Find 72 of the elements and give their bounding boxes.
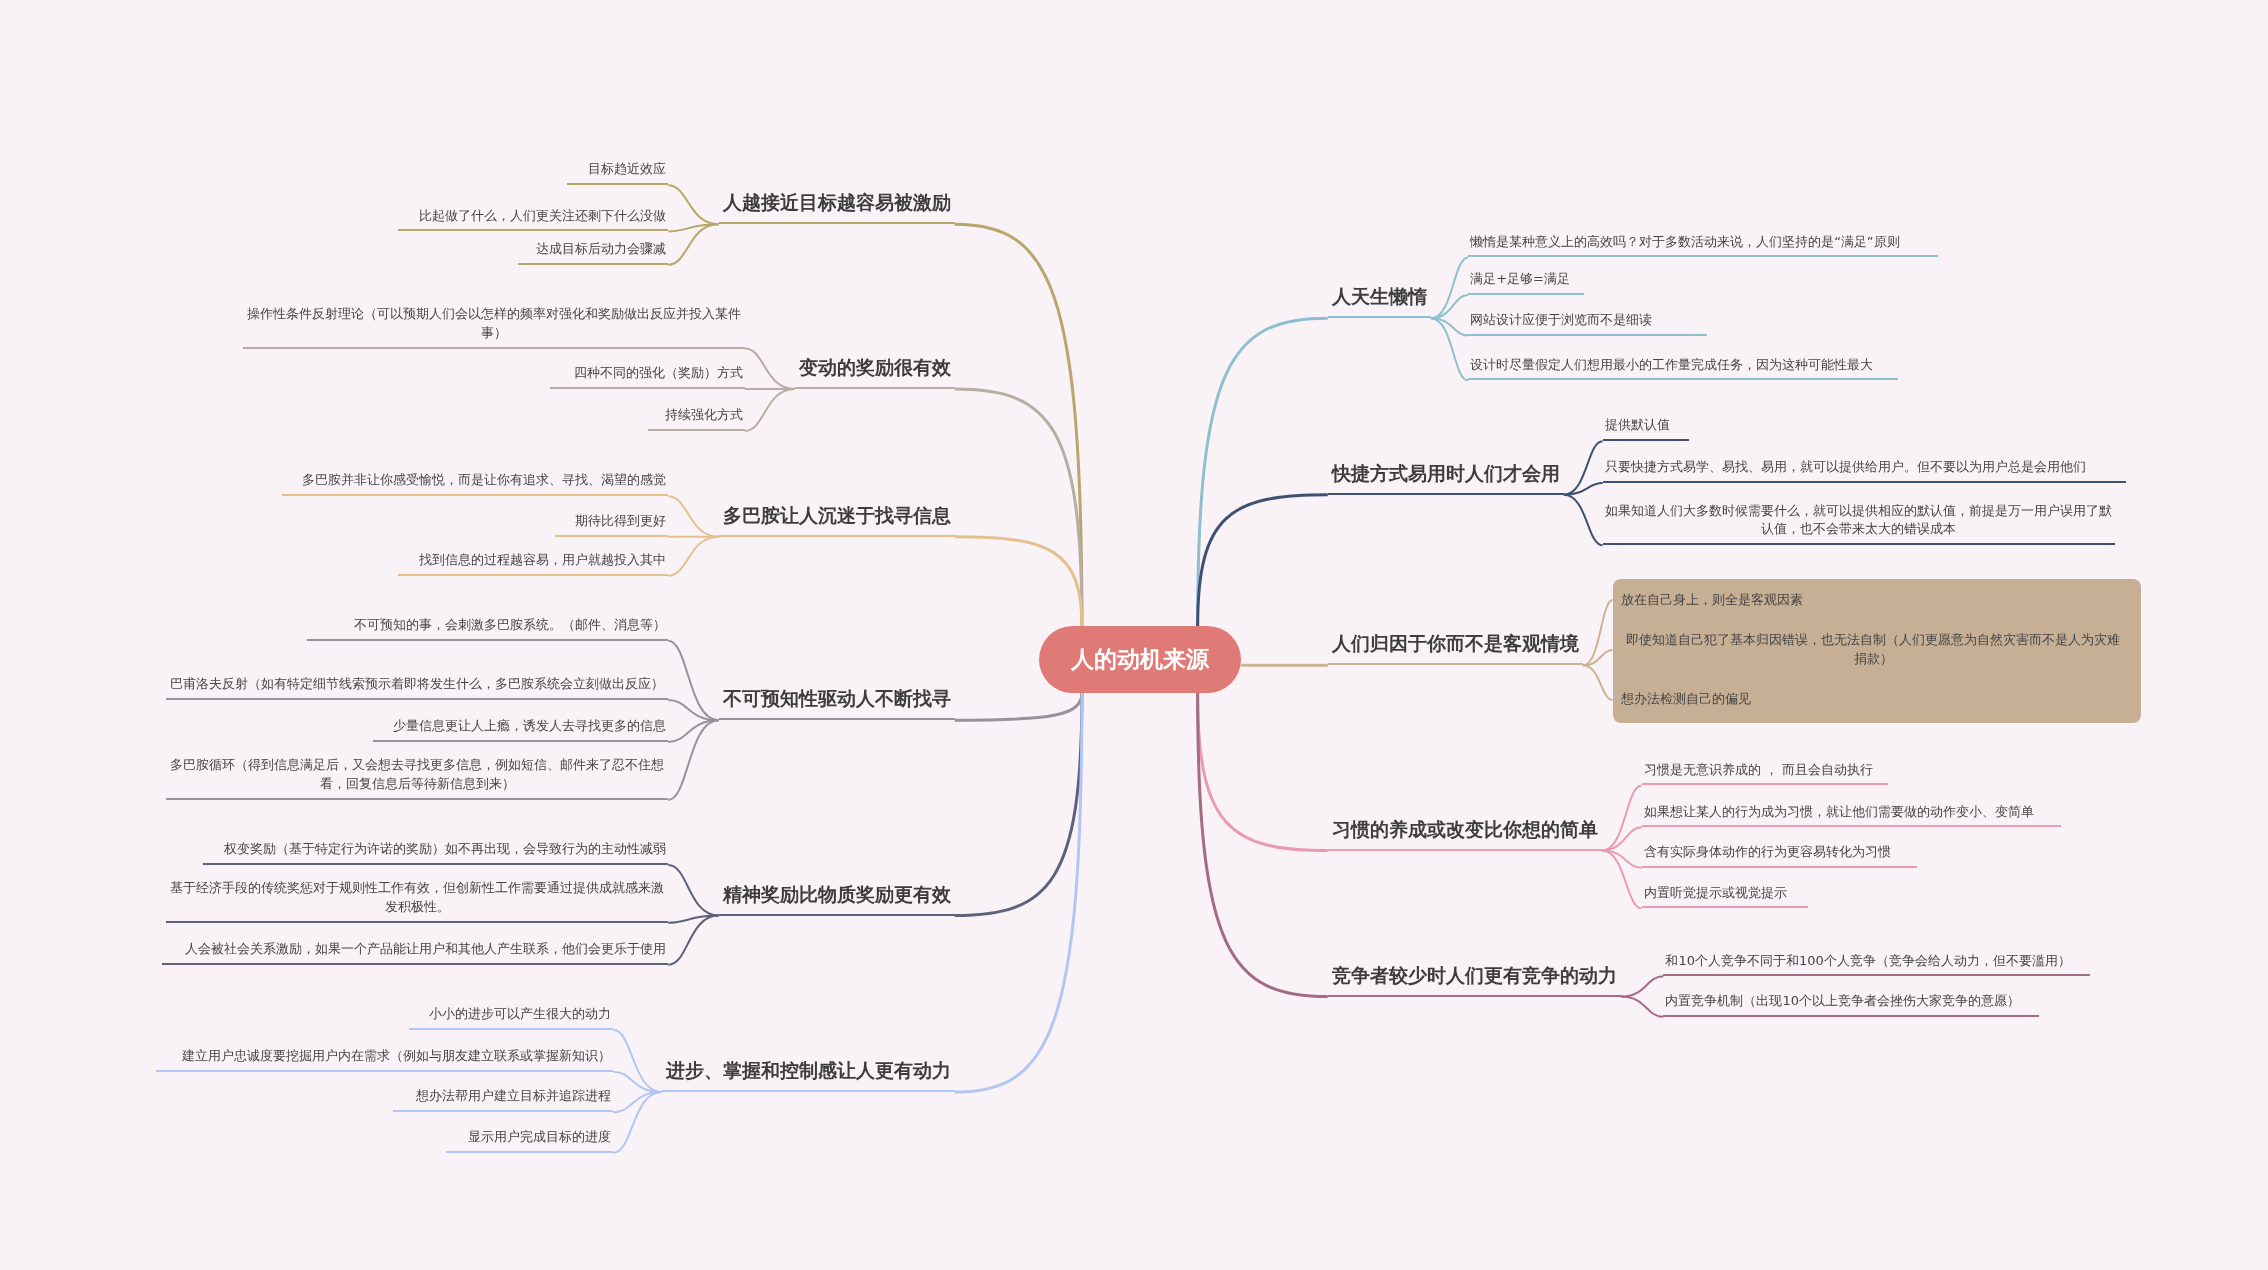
subtopic-text: 内置竞争机制（出现10个以上竞争者会挫伤大家竞争的意愿） bbox=[1663, 992, 2040, 1017]
highlight-box bbox=[1612, 578, 2141, 724]
connector-line bbox=[1619, 995, 1665, 1018]
connector-line bbox=[1241, 663, 1328, 667]
branch-topic: 习惯的养成或改变比你想的简单 bbox=[1327, 816, 1602, 851]
subtopic-text: 目标趋近效应 bbox=[567, 160, 669, 186]
subtopic-text: 巴甫洛夫反射（如有特定细节线索预示着即将发生什么，多巴胺系统会立刻做出反应） bbox=[166, 675, 669, 701]
subtopic-text: 即使知道自己犯了基本归因错误，也无法自制（人们更愿意为自然灾害而不是人为灾难捐款） bbox=[1612, 629, 2134, 671]
branch-topic: 人天生懒惰 bbox=[1327, 284, 1431, 319]
connector-line bbox=[667, 863, 720, 917]
connector-line bbox=[954, 692, 1084, 1094]
branch-topic: 不可预知性驱动人不断找寻 bbox=[718, 686, 955, 721]
subtopic-text: 基于经济手段的传统奖惩对于规则性工作有效，但创新性工作需要通过提供成就感来激发积极性。 bbox=[166, 879, 669, 923]
connector-line bbox=[1562, 440, 1604, 496]
branch-topic: 人们归因于你而不是客观情境 bbox=[1327, 631, 1583, 666]
subtopic-text: 网站设计应便于浏览而不是细读 bbox=[1468, 310, 1707, 336]
branch-topic: 多巴胺让人沉迷于找寻信息 bbox=[718, 502, 955, 537]
connector-line bbox=[1196, 493, 1328, 627]
connector-line bbox=[1429, 317, 1470, 382]
connector-line bbox=[1600, 826, 1643, 852]
subtopic-text: 找到信息的过程越容易，用户就越投入其中 bbox=[397, 550, 669, 576]
subtopic-text: 比起做了什么，人们更关注还剩下什么没做 bbox=[397, 206, 669, 232]
subtopic-text: 懒惰是某种意义上的高效吗？对于多数活动来说，人们坚持的是“满足”原则 bbox=[1468, 232, 1939, 258]
subtopic-text: 设计时尽量假定人们想用最小的工作量完成任务，因为这种可能性最大 bbox=[1468, 355, 1898, 381]
subtopic-text: 只要快捷方式易学、易找、易用，就可以提供给用户。但不要以为用户总是会用他们 bbox=[1602, 458, 2127, 484]
branch-topic: 精神奖励比物质奖励更有效 bbox=[718, 881, 955, 916]
connector-line bbox=[1600, 849, 1643, 910]
connector-line bbox=[1196, 692, 1328, 999]
subtopic-text: 多巴胺循环（得到信息满足后，又会想去寻找更多信息，例如短信、邮件来了忍不住想看，回复信息后等待新信息到来） bbox=[166, 756, 669, 800]
branch-topic: 快捷方式易用时人们才会用 bbox=[1327, 460, 1564, 495]
connector-line bbox=[743, 388, 796, 433]
subtopic-text: 达成目标后动力会骤减 bbox=[517, 239, 669, 265]
subtopic-text: 习惯是无意识养成的 ， 而且会自动执行 bbox=[1641, 760, 1888, 786]
subtopic-text: 不可预知的事，会刺激多巴胺系统。（邮件、消息等） bbox=[306, 615, 669, 641]
subtopic-text: 内置听觉提示或视觉提示 bbox=[1641, 883, 1808, 909]
connector-line bbox=[612, 1091, 663, 1154]
connector-line bbox=[667, 223, 720, 266]
connector-line bbox=[667, 719, 720, 744]
connector-line bbox=[1562, 493, 1604, 547]
connector-line bbox=[1581, 664, 1614, 701]
subtopic-text: 满足+足够=满足 bbox=[1468, 270, 1584, 296]
branch-topic: 人越接近目标越容易被激励 bbox=[718, 190, 955, 225]
subtopic-text: 和10个人竞争不同于和100个人竞争（竞争会给人动力，但不要滥用） bbox=[1663, 951, 2091, 977]
connector-line bbox=[1581, 649, 1614, 667]
branch-topic: 竞争者较少时人们更有竞争的动力 bbox=[1327, 962, 1621, 997]
connector-line bbox=[1429, 317, 1470, 337]
subtopic-text: 如果知道人们大多数时候需要什么，就可以提供相应的默认值，前提是万一用户误用了默认值，也不会带来太大的错误成本 bbox=[1602, 501, 2115, 546]
subtopic-text: 小小的进步可以产生很大的动力 bbox=[409, 1005, 614, 1030]
subtopic-text: 持续强化方式 bbox=[648, 406, 745, 432]
connector-line bbox=[667, 495, 720, 538]
subtopic-text: 建立用户忠诚度要挖掘用户内在需求（例如与朋友建立联系或掌握新知识） bbox=[156, 1046, 614, 1072]
subtopic-text: 放在自己身上，则全是客观因素 bbox=[1612, 588, 2134, 612]
subtopic-text: 想办法检测自己的偏见 bbox=[1612, 688, 2134, 712]
branch-topic: 变动的奖励很有效 bbox=[794, 355, 955, 390]
subtopic-text: 提供默认值 bbox=[1602, 416, 1690, 442]
subtopic-text: 想办法帮用户建立目标并追踪进程 bbox=[393, 1087, 614, 1113]
connector-line bbox=[954, 535, 1084, 627]
subtopic-text: 少量信息更让人上瘾，诱发人去寻找更多的信息 bbox=[373, 717, 669, 743]
subtopic-text: 多巴胺并非让你感受愉悦，而是让你有追求、寻找、渴望的感觉 bbox=[282, 471, 669, 497]
subtopic-text: 期待比得到更好 bbox=[555, 511, 669, 537]
connector-line bbox=[667, 535, 720, 577]
central-topic: 人的动机来源 bbox=[1038, 626, 1242, 693]
subtopic-text: 含有实际身体动作的行为更容易转化为习惯 bbox=[1641, 843, 1917, 868]
connector-line bbox=[667, 914, 720, 966]
subtopic-text: 显示用户完成目标的进度 bbox=[445, 1127, 614, 1153]
subtopic-text: 四种不同的强化（奖励）方式 bbox=[549, 364, 745, 390]
subtopic-text: 如果想让某人的行为成为习惯，就让他们需要做的动作变小、变简单 bbox=[1641, 802, 2062, 828]
subtopic-text: 权变奖励（基于特定行为许诺的奖励）如不再出现，会导致行为的主动性减弱 bbox=[202, 840, 669, 865]
branch-topic: 进步、掌握和控制感让人更有动力 bbox=[661, 1058, 955, 1093]
subtopic-text: 操作性条件反射理论（可以预期人们会以怎样的频率对强化和奖励做出反应并投入某件事） bbox=[243, 304, 745, 349]
connector-line bbox=[667, 719, 720, 801]
subtopic-text: 人会被社会关系激励，如果一个产品能让用户和其他人产生联系，他们会更乐于使用 bbox=[162, 939, 669, 965]
